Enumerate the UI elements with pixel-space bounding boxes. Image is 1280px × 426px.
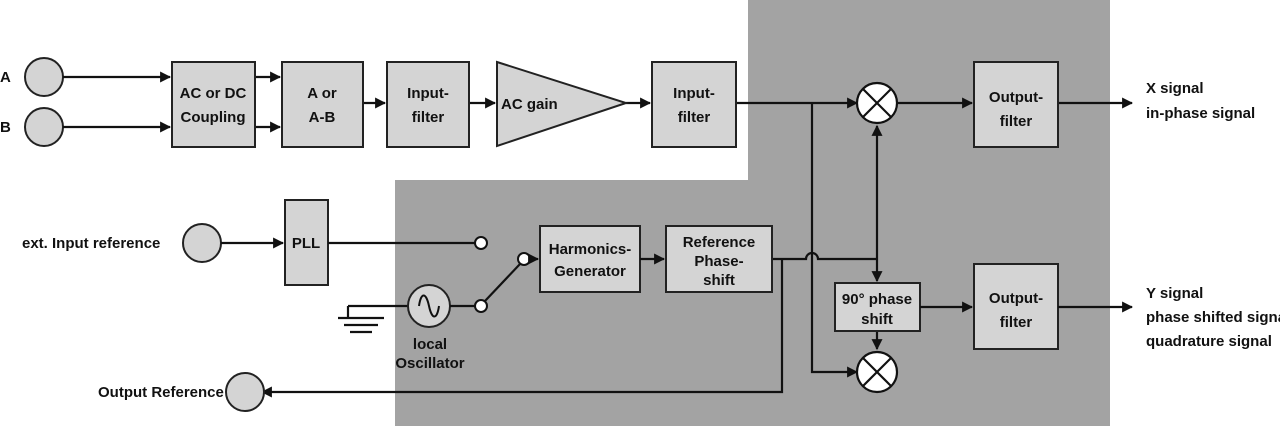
harmonics-line-2: Generator <box>554 263 626 280</box>
ext-ref-label: ext. Input reference <box>22 235 160 252</box>
ref-phase-block <box>665 225 773 293</box>
a-or-ab-line-2: A-B <box>309 109 336 126</box>
local-osc-line-1: local <box>413 336 447 353</box>
input-filter-2-block <box>651 61 737 148</box>
ground-icon <box>338 316 384 334</box>
ref-phase-line-3: shift <box>703 272 735 289</box>
output-x-line-1: X signal <box>1146 80 1204 97</box>
input-filter-1-line-1: Input- <box>407 85 449 102</box>
ref-phase-line-2: Phase- <box>694 253 743 270</box>
a-or-ab-line-1: A or <box>307 85 337 102</box>
mixer-y <box>855 350 899 394</box>
output-filter-y-line-1: Output- <box>989 290 1043 307</box>
shaded-region <box>395 0 1110 426</box>
output-y-line-2: phase shifted signal <box>1146 309 1280 326</box>
ref-phase-line-1: Reference <box>683 234 756 251</box>
pll-block <box>284 199 329 286</box>
input-filter-1-block <box>386 61 470 148</box>
pll-label: PLL <box>292 235 320 252</box>
harmonics-block <box>539 225 641 293</box>
output-ref-port <box>225 372 265 412</box>
coupling-line-2: Coupling <box>181 109 246 126</box>
ac-gain-amplifier <box>496 60 630 148</box>
input-port-b <box>24 107 64 147</box>
output-x-line-2: in-phase signal <box>1146 105 1255 122</box>
phase-90-line-1: 90° phase <box>842 291 912 308</box>
phase-90-line-2: shift <box>861 311 893 328</box>
input-filter-1-line-2: filter <box>412 109 445 126</box>
output-filter-y-line-2: filter <box>1000 314 1033 331</box>
output-filter-x-line-1: Output- <box>989 89 1043 106</box>
input-label-a: A <box>0 69 11 86</box>
output-filter-x-line-2: filter <box>1000 113 1033 130</box>
mixer-x <box>855 81 899 125</box>
sine-wave-icon <box>418 294 440 318</box>
local-osc-line-2: Oscillator <box>395 355 464 372</box>
ac-gain-label: AC gain <box>501 96 558 113</box>
input-port-a <box>24 57 64 97</box>
phase-90-block <box>834 282 921 332</box>
output-y-line-1: Y signal <box>1146 285 1203 302</box>
input-filter-2-line-2: filter <box>678 109 711 126</box>
input-filter-2-line-1: Input- <box>673 85 715 102</box>
a-or-ab-block <box>281 61 364 148</box>
harmonics-line-1: Harmonics- <box>549 241 632 258</box>
input-label-b: B <box>0 119 11 136</box>
output-y-line-3: quadrature signal <box>1146 333 1272 350</box>
ext-ref-port <box>182 223 222 263</box>
wire-output-reference <box>260 259 784 398</box>
output-filter-x-block <box>973 61 1059 148</box>
switch-contact-osc <box>474 299 488 313</box>
output-filter-y-block <box>973 263 1059 350</box>
output-ref-label: Output Reference <box>98 384 224 401</box>
switch-contact-pll <box>474 236 488 250</box>
wire-signal-mixer-y <box>810 103 859 378</box>
switch-arm <box>484 263 521 302</box>
wire-refphase-out <box>772 251 877 261</box>
coupling-line-1: AC or DC <box>180 85 247 102</box>
switch-common <box>517 252 531 266</box>
coupling-block <box>171 61 256 148</box>
